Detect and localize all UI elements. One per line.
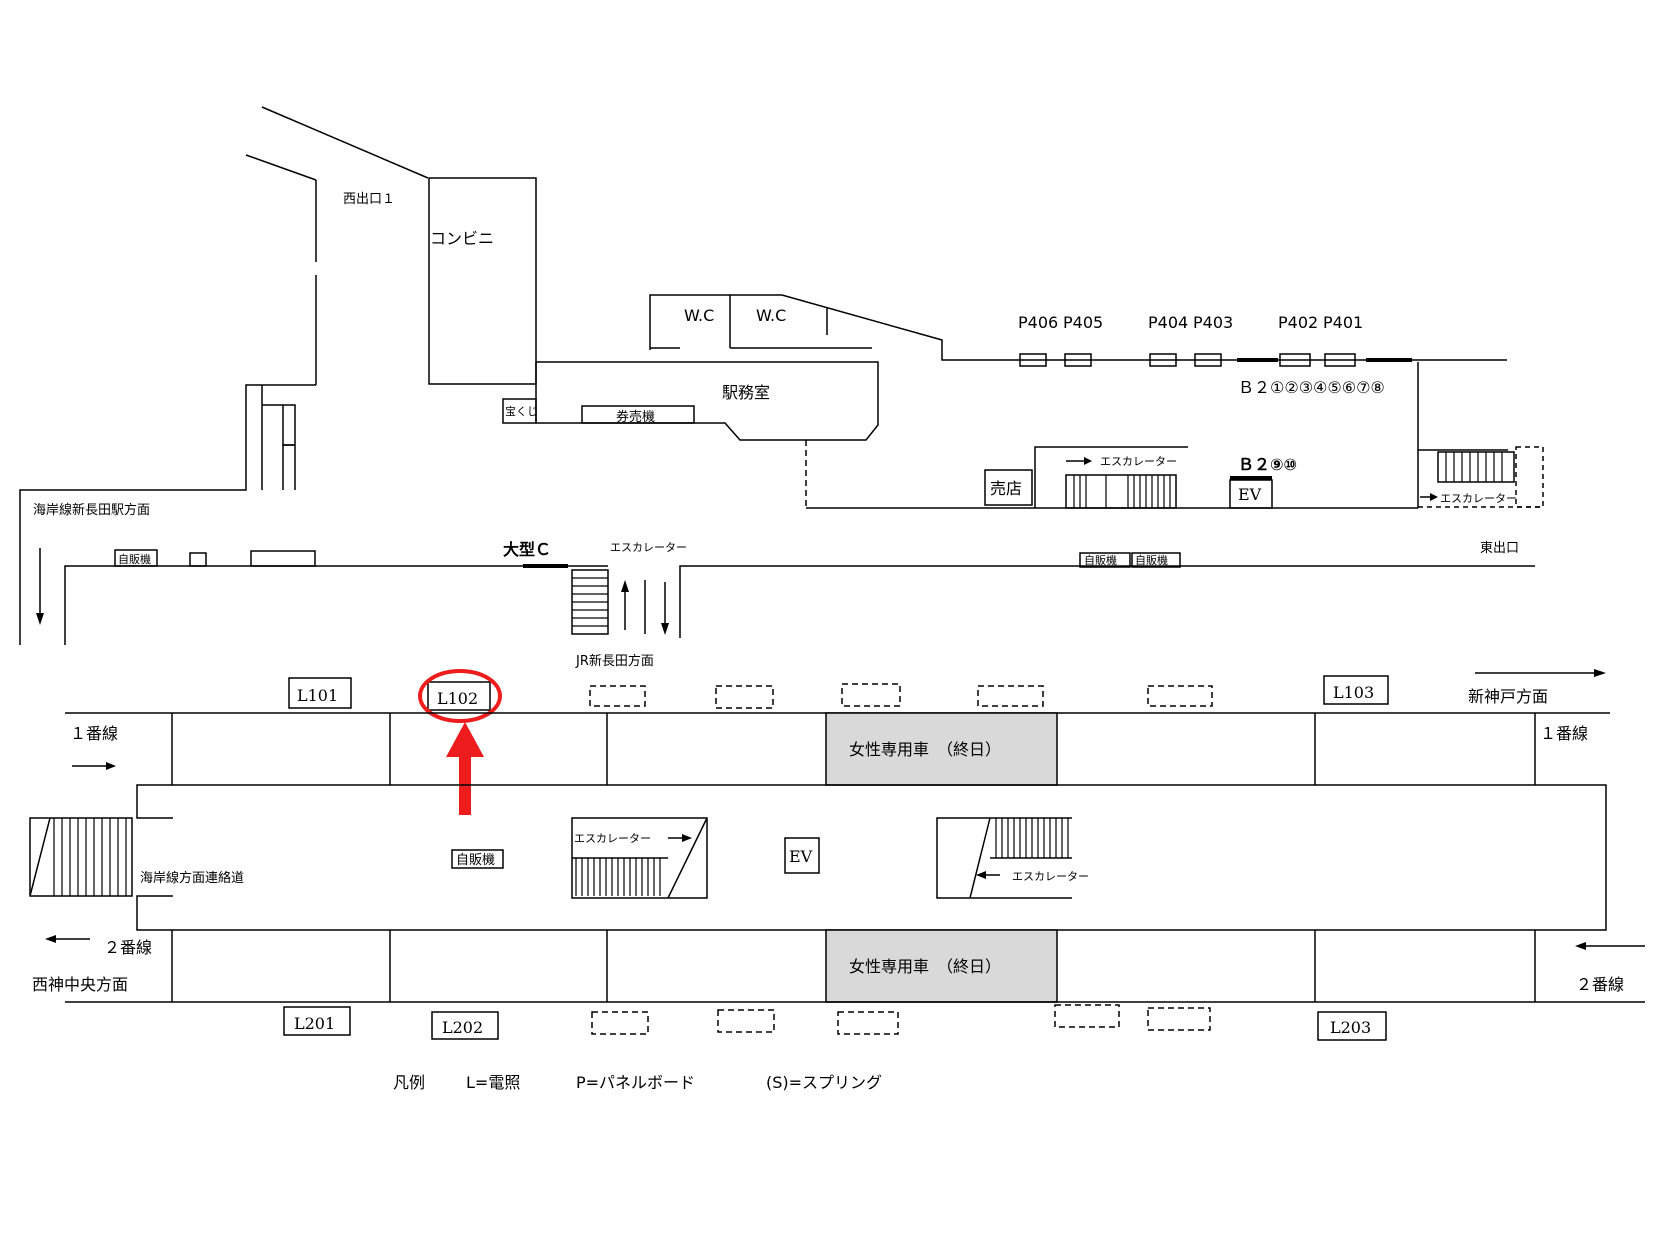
upper-escalator-label: エスカレーター <box>1100 455 1177 468</box>
restrooms: W.C W.C <box>649 294 1507 361</box>
platform-escalator-label-2: エスカレーター <box>1012 870 1089 883</box>
jr-direction-label: JR新長田方面 <box>575 653 654 669</box>
panel-label-p405: P405 <box>1063 313 1103 332</box>
b2-exits-1-8-label: Ｂ２①②③④⑤⑥⑦⑧ <box>1238 378 1385 397</box>
shin-kobe-direction-label: 新神戸方面 <box>1468 687 1548 706</box>
platform-vending-label: 自販機 <box>456 853 495 868</box>
track-1-label-west: １番線 <box>70 724 118 743</box>
track-1: 女性専用車 （終日） １番線 １番線 <box>65 712 1610 786</box>
west-entrance-walls <box>19 106 429 645</box>
west-exit-1-label: 西出口１ <box>343 192 395 207</box>
panel-label-p402: P402 <box>1278 313 1318 332</box>
station-office-label: 駅務室 <box>722 383 770 402</box>
panel-label-p404: P404 <box>1148 313 1188 332</box>
platform-escalator-label-1: エスカレーター <box>574 832 651 845</box>
panel-label-p406: P406 <box>1018 313 1058 332</box>
east-exit-label: 東出口 <box>1480 540 1519 556</box>
legend-panel: P=パネルボード <box>576 1073 695 1092</box>
west-corridor: 海岸線新長田駅方面 自販機 大型Ｃ <box>33 502 608 645</box>
jr-stairs: エスカレーター JR新長田方面 <box>571 541 1535 669</box>
track-2-label-east: ２番線 <box>1576 975 1624 994</box>
kaigan-line-direction-label: 海岸線新長田駅方面 <box>33 502 150 518</box>
nishi-kobe-direction-label: 西神中央方面 <box>32 975 128 994</box>
legend-spring: (S)=スプリング <box>766 1073 882 1092</box>
kaigan-connection-label: 海岸線方面連絡道 <box>140 870 244 886</box>
concourse-middle: 売店 エスカレーター Ｂ２⑨⑩ EV <box>805 440 1419 509</box>
light-l103: L103 <box>1333 683 1374 702</box>
track-2: 女性専用車 （終日） ２番線 西神中央方面 ２番線 <box>32 929 1645 1003</box>
panel-label-p401: P401 <box>1323 313 1363 332</box>
east-stairs: エスカレーター <box>1417 362 1544 508</box>
ticket-machine-label: 券売機 <box>616 409 655 425</box>
track-1-label-east: １番線 <box>1540 724 1588 743</box>
large-c-label: 大型Ｃ <box>503 540 551 559</box>
platform-top-fixtures: L101 L102 L103 新神戸方面 <box>288 669 1606 711</box>
track-2-label-west: ２番線 <box>104 938 152 957</box>
light-l203: L203 <box>1330 1018 1371 1037</box>
legend-lighting: L=電照 <box>466 1073 520 1092</box>
light-l101: L101 <box>297 686 338 705</box>
convenience-store-label: コンビニ <box>430 229 494 248</box>
legend: 凡例 L=電照 P=パネルボード (S)=スプリング <box>393 1073 882 1092</box>
ticket-machine: 券売機 <box>581 405 695 425</box>
legend-title: 凡例 <box>393 1073 425 1092</box>
kiosk-label: 売店 <box>990 479 1022 498</box>
lottery-booth: 宝くじ <box>502 398 538 424</box>
east-corridor-vending: 自販機 自販機 東出口 <box>1079 540 1519 568</box>
light-l202: L202 <box>442 1018 483 1037</box>
light-l201: L201 <box>294 1014 335 1033</box>
wc-label-2: W.C <box>756 306 786 325</box>
light-l102: L102 <box>437 689 478 708</box>
upper-vending-label-3: 自販機 <box>1135 553 1168 567</box>
b2-exits-9-10-label: Ｂ２⑨⑩ <box>1238 455 1297 474</box>
upper-ev-label: EV <box>1238 485 1262 504</box>
lottery-label: 宝くじ <box>505 404 538 418</box>
panel-boards-top: P406 P405 P404 P403 P402 P401 <box>1018 313 1412 367</box>
upper-vending-label-2: 自販機 <box>1084 553 1117 567</box>
panel-label-p403: P403 <box>1193 313 1233 332</box>
l102-highlight <box>418 669 502 815</box>
station-office: 駅務室 <box>535 361 879 441</box>
wc-label-1: W.C <box>684 306 714 325</box>
platform-bottom-fixtures: L201 L202 L203 <box>283 1004 1387 1041</box>
women-car-label-2: 女性専用車 （終日） <box>849 957 1001 976</box>
platform-ev-label: EV <box>789 847 813 866</box>
convenience-store: コンビニ <box>428 177 537 385</box>
east-escalator-label: エスカレーター <box>1440 492 1517 505</box>
women-car-label-1: 女性専用車 （終日） <box>849 740 1001 759</box>
upper-vending-label-1: 自販機 <box>118 552 151 566</box>
island-platform: 海岸線方面連絡道 自販機 エスカレーター EV <box>29 784 1607 931</box>
jr-escalator-label: エスカレーター <box>610 541 687 554</box>
